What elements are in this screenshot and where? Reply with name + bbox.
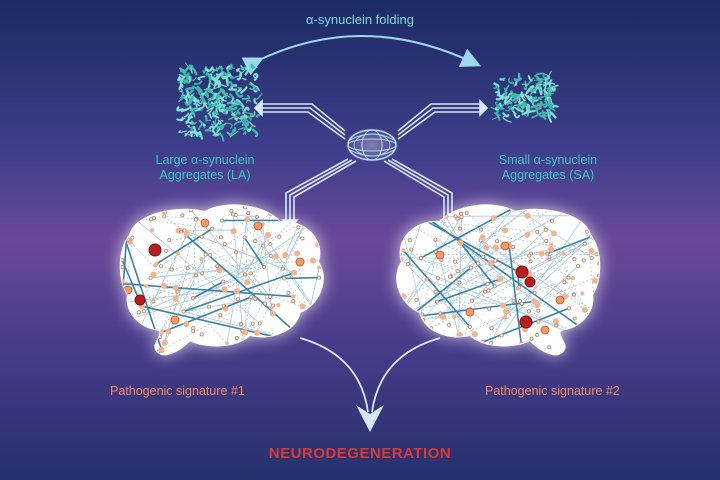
alpha-synuclein-sphere-icon: [344, 127, 400, 163]
pathogenic-signature-1-label: Pathogenic signature #1: [110, 384, 245, 398]
folding-title: α-synuclein folding: [306, 12, 414, 27]
small-aggregates-line1: Small α-synuclein: [498, 153, 598, 167]
neurodegeneration-label: NEURODEGENERATION: [268, 445, 452, 462]
brain-network-right: [396, 204, 601, 356]
large-aggregates-line2: Aggregates (LA): [159, 168, 251, 182]
folding-arc-arrow: [241, 35, 482, 76]
small-aggregate-icon: [490, 70, 559, 123]
large-aggregates-line1: Large α-synuclein: [155, 153, 255, 167]
small-aggregates-label: Small α-synuclein Aggregates (SA): [468, 153, 628, 183]
flow-arrow-to-brain-left: [281, 158, 357, 230]
large-aggregate-icon: [176, 62, 263, 142]
flow-arrow-to-sa: [397, 99, 489, 140]
flow-arrow-to-la: [253, 99, 346, 140]
converge-arrows: [299, 337, 441, 432]
large-aggregates-label: Large α-synuclein Aggregates (LA): [120, 153, 290, 183]
small-aggregates-line2: Aggregates (SA): [501, 168, 595, 182]
pathogenic-signature-2-label: Pathogenic signature #2: [485, 384, 620, 398]
brain-network-left: [119, 204, 324, 356]
